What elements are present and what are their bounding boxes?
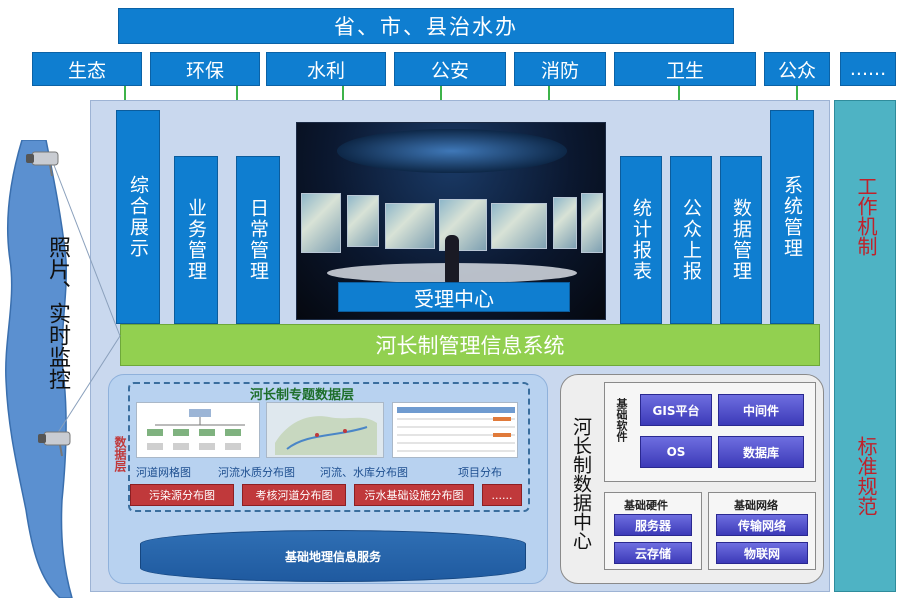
dome-ceiling — [337, 129, 567, 173]
work-mechanism-label: 工作机制 — [854, 176, 878, 256]
module-overview: 综合展示 — [116, 110, 160, 324]
river-shape — [5, 140, 73, 598]
video-wall-screen — [347, 195, 379, 247]
hardware-label: 基础硬件 — [624, 499, 668, 512]
dept-box: 卫生 — [614, 52, 756, 86]
video-wall-screen — [385, 203, 435, 249]
thematic-data-box — [128, 382, 530, 512]
server-box: 服务器 — [614, 514, 692, 536]
system-bar: 河长制管理信息系统 — [120, 324, 820, 366]
video-wall-screen — [553, 197, 577, 249]
camera-lines — [26, 151, 121, 457]
thumb-caption: 项目分布 — [458, 466, 502, 479]
dept-box: 消防 — [514, 52, 606, 86]
connector-line — [51, 335, 121, 443]
water-quality-map-thumbnail — [266, 402, 384, 458]
module-public-report: 公众上报 — [670, 156, 712, 324]
iot-box: 物联网 — [716, 542, 808, 564]
river-path — [5, 140, 73, 598]
video-wall-screen — [491, 203, 547, 249]
thumb-caption: 河流、水库分布图 — [320, 466, 408, 479]
assessment-river-map-button: 考核河道分布图 — [242, 484, 346, 506]
table-preview — [397, 407, 515, 452]
camera-icon — [38, 431, 71, 457]
standards-label: 标准规范 — [854, 436, 878, 516]
module-data-management: 数据管理 — [720, 156, 762, 324]
reception-center-label: 受理中心 — [338, 282, 570, 312]
data-layer-title: 河长制专题数据层 — [250, 388, 355, 403]
thumb-caption: 河流水质分布图 — [218, 466, 295, 479]
org-chart-preview — [147, 409, 245, 450]
video-wall-screen — [581, 193, 603, 253]
module-business: 业务管理 — [174, 156, 218, 324]
os-box: OS — [640, 436, 712, 468]
person-figure — [445, 235, 459, 283]
data-center-title: 河长制数据中心 — [570, 416, 592, 550]
more-maps-button: ...... — [482, 484, 522, 506]
camera-icon — [26, 151, 59, 177]
base-geo-service: 基础地理信息服务 — [140, 530, 526, 582]
dept-box: 水利 — [266, 52, 386, 86]
top-title-box: 省、市、县治水办 — [118, 8, 734, 44]
dept-box: 公安 — [394, 52, 506, 86]
monitoring-label: 照片、实时监控 — [45, 236, 70, 390]
dept-box: 环保 — [150, 52, 260, 86]
left-modules: 综合展示 业务管理 日常管理 — [116, 110, 286, 324]
right-modules: 统计报表 公众上报 数据管理 系统管理 — [620, 110, 816, 324]
data-layer-side-label: 数据层 — [113, 436, 127, 472]
map-preview — [275, 416, 377, 455]
transport-network-box: 传输网络 — [716, 514, 808, 536]
pollution-source-map-button: 污染源分布图 — [130, 484, 234, 506]
module-statistics: 统计报表 — [620, 156, 662, 324]
grid-map-thumbnail — [136, 402, 260, 458]
standards-column: 工作机制 标准规范 — [834, 100, 896, 592]
middleware-box: 中间件 — [718, 394, 804, 426]
gis-platform-box: GIS平台 — [640, 394, 712, 426]
sewage-facility-map-button: 污水基础设施分布图 — [354, 484, 474, 506]
reservoir-table-thumbnail — [392, 402, 518, 458]
software-label: 基础软件 — [615, 398, 628, 442]
dept-box: ...... — [840, 52, 896, 86]
dept-box: 生态 — [32, 52, 142, 86]
module-system-management: 系统管理 — [770, 110, 814, 324]
dept-box: 公众 — [764, 52, 830, 86]
cloud-storage-box: 云存储 — [614, 542, 692, 564]
thumb-caption: 河道网格图 — [136, 466, 191, 479]
video-wall-screen — [301, 193, 341, 253]
database-box: 数据库 — [718, 436, 804, 468]
network-label: 基础网络 — [734, 499, 778, 512]
connector-line — [51, 159, 121, 337]
module-daily: 日常管理 — [236, 156, 280, 324]
